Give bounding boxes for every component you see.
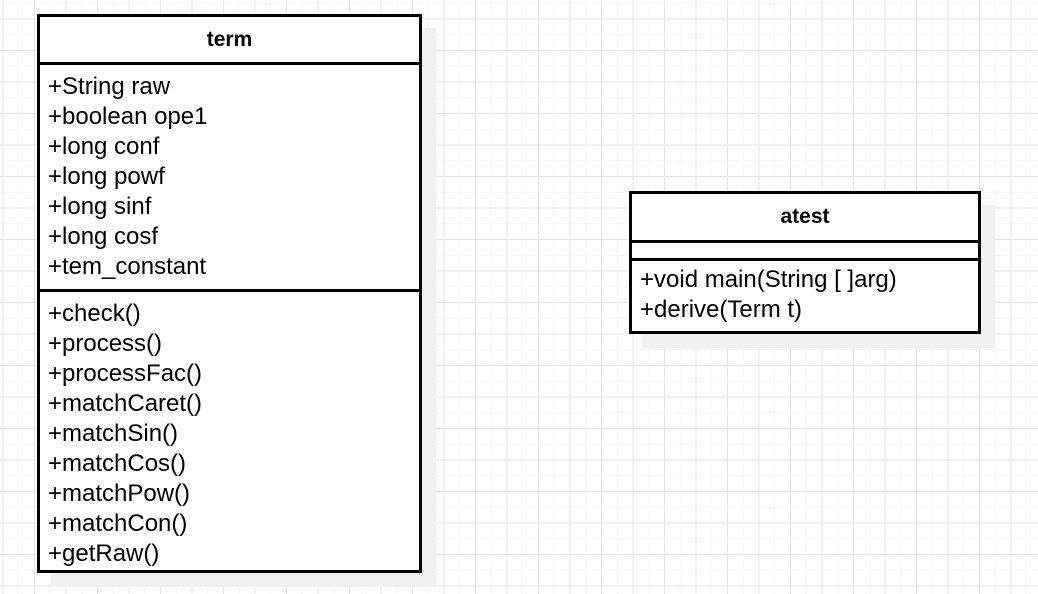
- attribute-term-0: +String raw: [48, 73, 171, 100]
- operation-term-1: +process(): [48, 330, 163, 357]
- attributes-compartment-atest: [632, 240, 978, 258]
- class-name-atest: atest: [780, 205, 830, 228]
- operation-atest-0: +void main(String [ ]arg): [640, 266, 897, 293]
- attribute-term-6: +tem_constant: [48, 253, 207, 280]
- operation-term-2: +processFac(): [48, 360, 203, 387]
- operations-compartment-atest: +void main(String [ ]arg) +derive(Term t): [632, 258, 978, 331]
- attribute-term-5: +long cosf: [48, 223, 159, 250]
- attribute-term-3: +long powf: [48, 163, 165, 190]
- operation-term-0: +check(): [48, 300, 141, 327]
- uml-class-atest[interactable]: atest +void main(String [ ]arg) +derive(T…: [629, 191, 981, 334]
- attribute-term-1: +boolean ope1: [48, 103, 208, 130]
- operation-atest-1: +derive(Term t): [640, 296, 803, 323]
- operation-term-6: +matchPow(): [48, 480, 191, 507]
- operation-term-4: +matchSin(): [48, 420, 179, 447]
- uml-class-term[interactable]: term +String raw+boolean ope1+long conf+…: [37, 14, 422, 573]
- class-name-term: term: [206, 28, 253, 51]
- operation-term-3: +matchCaret(): [48, 390, 203, 417]
- attribute-term-2: +long conf: [48, 133, 160, 160]
- attribute-term-4: +long sinf: [48, 193, 152, 220]
- operation-term-5: +matchCos(): [48, 450, 187, 477]
- operation-term-8: +getRaw(): [48, 540, 160, 567]
- attributes-compartment-term: +String raw +boolean ope1 +long conf +long …: [40, 62, 419, 289]
- operation-term-7: +matchCon(): [48, 510, 188, 537]
- operations-compartment-term: +check() +process() +processFac() +matchCar…: [40, 289, 419, 576]
